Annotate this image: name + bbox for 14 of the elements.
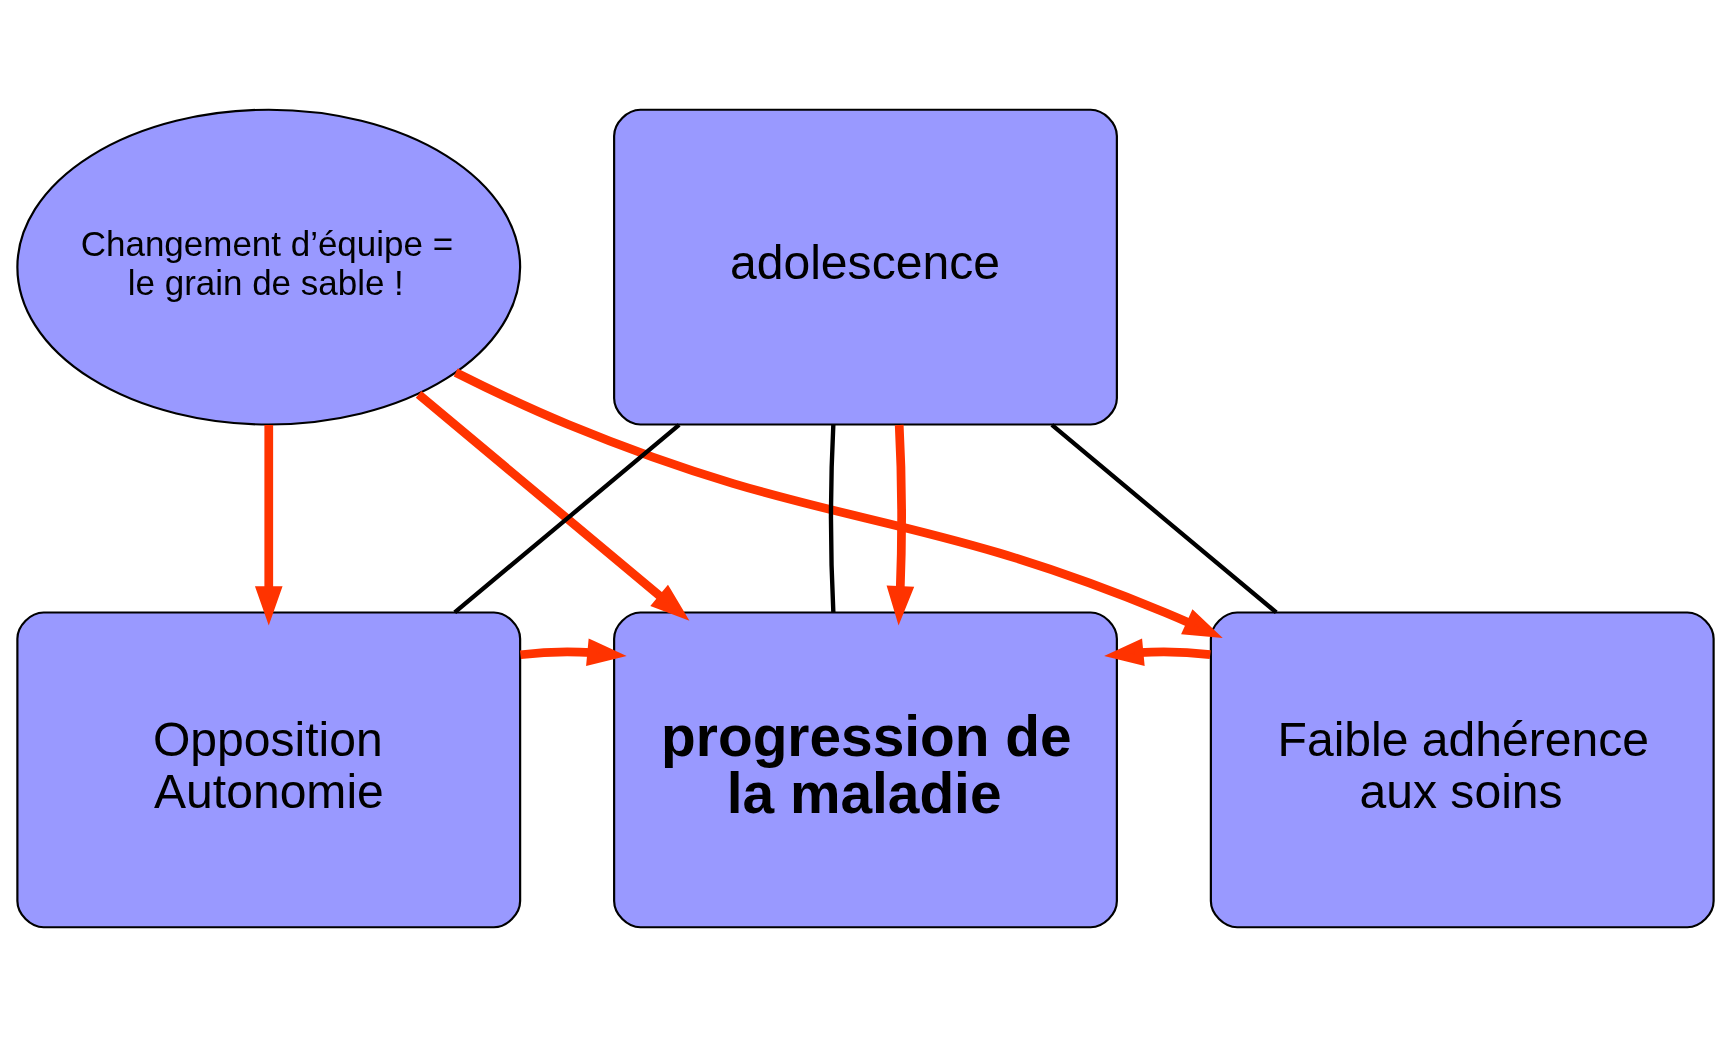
arrow (1104, 638, 1211, 666)
connector (453, 423, 681, 615)
arrow (254, 424, 283, 626)
connector (1050, 423, 1278, 615)
connector (828, 424, 836, 613)
arrow (453, 368, 1223, 638)
node-ellipse: Changement d’équipe = le grain de sable ! (16, 108, 522, 426)
node-box: Faible adhérence aux soins (1209, 611, 1715, 929)
node-box: Opposition Autonomie (16, 611, 522, 929)
arrow (520, 638, 627, 666)
arrow (415, 391, 690, 621)
node-box: adolescence (613, 108, 1118, 426)
arrow (886, 424, 915, 626)
node-box: progression de la maladie (613, 611, 1118, 929)
